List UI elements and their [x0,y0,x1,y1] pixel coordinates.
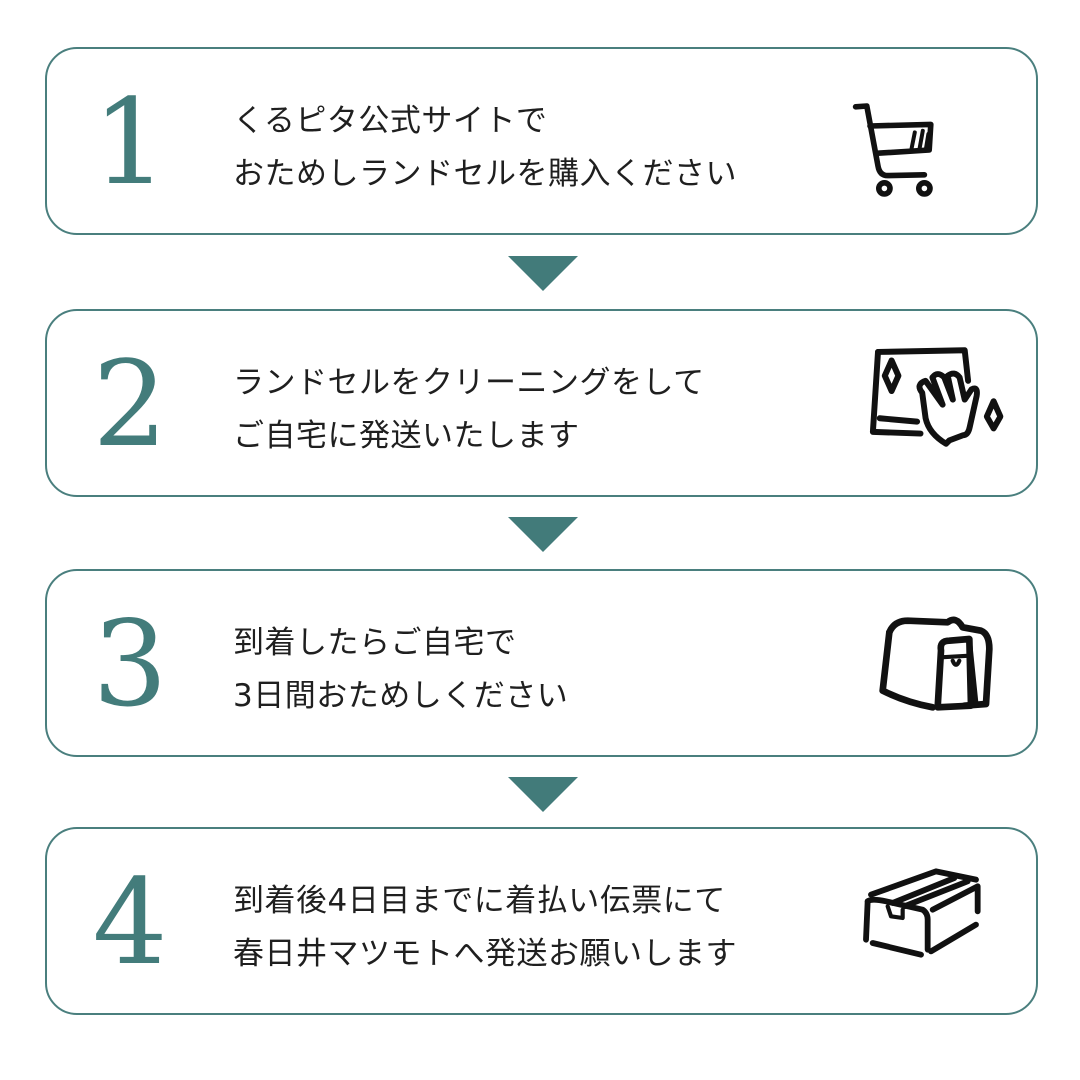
step-text-line: ご自宅に発送いたします [233,418,580,454]
randoseru-backpack-icon [879,616,993,711]
step-number: 3 [92,595,168,733]
step-text-line: 到着後4日目までに着払い伝票にて [233,883,726,919]
step-card-2: 2 ランドセルをクリーニングをして ご自宅に発送いたします [45,309,1038,497]
step-number: 2 [92,335,168,473]
step-card-3: 3 到着したらご自宅で 3日間おためしください [45,569,1038,757]
shopping-cart-icon [852,103,934,197]
cleaning-hand-sparkle-icon [869,347,1004,447]
step-card-1: 1 くるピタ公式サイトで おためしランドセルを購入ください [45,47,1038,235]
shipping-box-icon [863,868,981,958]
step-description: 到着後4日目までに着払い伝票にて 春日井マツモトへ発送お願いします [233,875,737,981]
step-text-line: 到着したらご自宅で [233,625,517,661]
step-text-line: 春日井マツモトへ発送お願いします [233,936,737,972]
step-text-line: おためしランドセルを購入ください [233,156,737,192]
step-text-line: ランドセルをクリーニングをして [233,365,705,401]
step-description: くるピタ公式サイトで おためしランドセルを購入ください [233,95,737,201]
step-text-line: 3日間おためしください [233,678,569,714]
step-number: 4 [92,853,168,991]
step-arrow-down [508,777,578,812]
step-number: 1 [92,73,168,211]
step-text-line: くるピタ公式サイトで [233,103,548,139]
step-description: ランドセルをクリーニングをして ご自宅に発送いたします [233,357,705,463]
step-description: 到着したらご自宅で 3日間おためしください [233,617,568,723]
step-arrow-down [508,256,578,291]
step-arrow-down [508,517,578,552]
step-card-4: 4 到着後4日目までに着払い伝票にて 春日井マツモトへ発送お願いします [45,827,1038,1015]
